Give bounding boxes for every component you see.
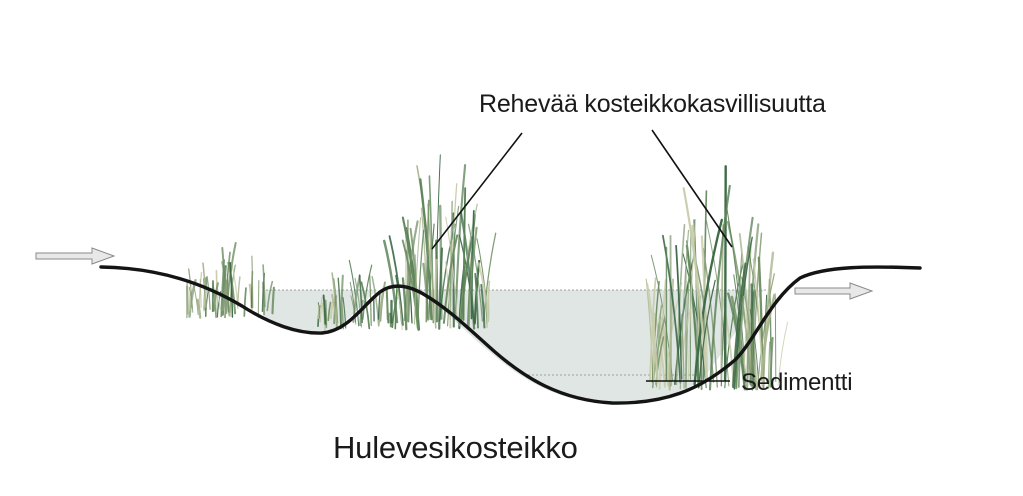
grass-blade <box>203 287 207 312</box>
grass-blade <box>723 165 727 382</box>
grass-blade <box>662 234 682 384</box>
grass-clump-left-bank <box>185 241 275 319</box>
grass-blade <box>442 234 459 324</box>
grass-blade <box>760 293 776 381</box>
grass-blade <box>401 239 419 329</box>
grass-blade <box>732 262 747 389</box>
grass-blade <box>226 273 230 313</box>
grass-clump-mid-ridge <box>317 259 398 331</box>
grass-blade <box>227 261 237 315</box>
grass-blade <box>188 286 194 313</box>
vegetation-label: Rehevää kosteikkokasvillisuutta <box>479 90 826 118</box>
grass-blade <box>458 234 475 324</box>
ground-profile-line <box>99 265 922 405</box>
grass-blade <box>737 295 745 388</box>
grass-blade <box>668 278 675 391</box>
grass-blade <box>257 280 260 318</box>
grass-blade <box>348 259 360 327</box>
grass-blade <box>445 216 458 323</box>
grass-blade <box>686 240 699 385</box>
sediment-label: Sedimentti <box>741 369 853 396</box>
grass-blade <box>425 199 430 323</box>
grass-blade <box>262 264 266 308</box>
grass-blade <box>397 287 403 330</box>
grass-blade <box>337 277 342 326</box>
grass-blade <box>199 278 202 308</box>
grass-blade <box>682 187 708 380</box>
grass-blade <box>702 247 718 388</box>
right-arrow-icon <box>35 247 116 265</box>
grass-blade <box>401 277 408 331</box>
grass-blade <box>733 236 753 390</box>
grass-blade <box>467 223 484 322</box>
grass-blade <box>433 258 438 322</box>
grass-blade <box>385 286 389 321</box>
grass-blade <box>319 296 323 323</box>
grass-blade <box>317 304 320 319</box>
grass-blade <box>358 274 363 324</box>
grass-blade <box>251 255 254 309</box>
grass-blade <box>467 226 478 330</box>
grass-blade <box>767 341 771 389</box>
grass-blade <box>188 286 192 311</box>
grass-blade <box>382 239 399 324</box>
grass-blade <box>460 236 474 323</box>
grass-blade <box>324 299 328 329</box>
grass-blade <box>377 292 381 320</box>
grass-blade <box>687 218 697 381</box>
grass-blade <box>212 282 219 312</box>
grass-blade <box>693 218 723 386</box>
grass-blade <box>243 287 247 317</box>
grass-blade <box>756 273 775 391</box>
grass-blade <box>266 280 274 312</box>
grass-blade <box>777 321 789 386</box>
grass-blade <box>329 301 334 320</box>
grass-blade <box>409 227 420 321</box>
grass-blade <box>708 184 731 391</box>
wetland-vegetation <box>185 154 789 391</box>
grass-blade <box>196 298 202 319</box>
grass-blade <box>480 283 486 329</box>
grass-blade <box>388 235 404 326</box>
grass-blade <box>474 272 479 329</box>
grass-blade <box>698 279 716 389</box>
grass-blade <box>322 294 327 325</box>
grass-blade <box>486 280 491 329</box>
grass-blade <box>224 251 231 319</box>
grass-blade <box>327 301 332 322</box>
grass-blade <box>483 232 497 321</box>
grass-blade <box>202 262 207 308</box>
grass-blade <box>438 247 444 330</box>
grass-blade <box>229 261 234 318</box>
grass-blade <box>445 261 452 329</box>
grass-blade <box>645 282 659 384</box>
grass-blade <box>206 275 211 310</box>
water-shallow-basin <box>265 290 378 334</box>
grass-blade <box>331 293 339 330</box>
grass-blade <box>769 336 774 388</box>
grass-clump-center <box>382 154 497 331</box>
grass-blade <box>192 283 199 316</box>
grass-blade <box>679 229 690 390</box>
right-arrow-icon <box>794 282 874 300</box>
grass-blade <box>354 277 363 328</box>
grass-blade <box>271 286 275 315</box>
leader-line-left-vegetation <box>431 132 523 250</box>
grass-blade <box>413 217 422 325</box>
grass-blade <box>349 281 357 323</box>
leader-line-right-vegetation <box>651 129 733 248</box>
diagram-title: Hulevesikosteikko <box>333 430 578 465</box>
grass-blade <box>362 264 373 320</box>
